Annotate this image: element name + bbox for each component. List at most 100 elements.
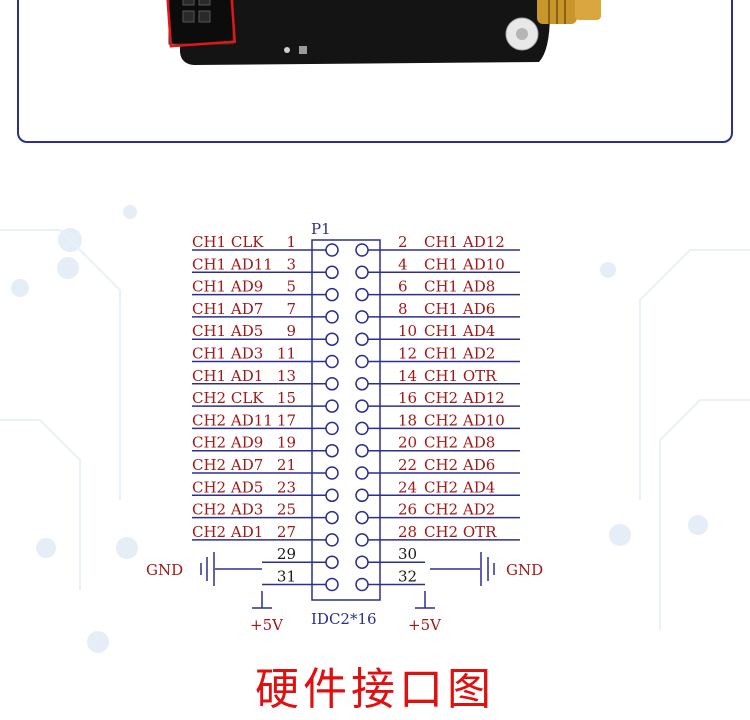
pin-signal-left: CH2 CLK	[192, 389, 264, 407]
pin-number-right: 2	[398, 233, 408, 251]
pin-pad-left	[325, 243, 339, 257]
gnd-symbol-right	[430, 552, 495, 586]
pin-number-right: 26	[398, 501, 417, 519]
pin-signal-right: CH1 AD2	[424, 345, 495, 363]
pin-signal-right: CH1 AD6	[424, 300, 495, 318]
pin-pad-left	[325, 510, 339, 525]
module-photo	[165, 0, 601, 65]
pin-signal-right: CH2 AD12	[424, 389, 505, 407]
connector-body	[311, 239, 381, 601]
circuit-background-decoration	[0, 205, 750, 653]
pin-signal-right: CH2 AD6	[424, 456, 495, 474]
pin-signal-left: CH2 AD9	[192, 434, 263, 452]
pin-number-right: 16	[398, 389, 417, 407]
pin-signal-left: CH2 AD7	[192, 456, 263, 474]
pin-signal-left: CH1 AD5	[192, 322, 263, 340]
pin-signal-left: CH1 CLK	[192, 233, 264, 251]
pin-number-left: 1	[286, 233, 296, 251]
pin-number-right: 6	[398, 278, 408, 296]
pin-number-left: 17	[277, 411, 296, 429]
pin-number-left: 19	[277, 434, 296, 452]
pin-number-left: 15	[277, 389, 296, 407]
pin-signal-left: CH1 AD3	[192, 345, 263, 363]
pin-number-right: 30	[398, 545, 417, 563]
pin-pad-right	[355, 577, 369, 592]
pin-pad-left	[325, 332, 339, 346]
pin-number-right: 24	[398, 478, 417, 496]
pin-pad-left	[325, 399, 339, 413]
pin-pad-left	[325, 555, 339, 569]
pin-number-left: 9	[286, 322, 296, 340]
pin-number-left: 25	[277, 501, 296, 519]
pin-number-right: 22	[398, 456, 417, 474]
pin-pad-left	[325, 443, 339, 458]
pin-pad-left	[325, 577, 339, 592]
pin-number-right: 28	[398, 523, 417, 541]
pin-pad-right	[355, 510, 369, 525]
vcc-symbol-left	[252, 591, 272, 609]
gnd-label-right: GND	[506, 561, 543, 579]
pin-number-left: 27	[277, 523, 296, 541]
pin-signal-left: CH2 AD1	[192, 523, 263, 541]
pin-pad-right	[355, 533, 369, 547]
pin-number-left: 5	[286, 278, 296, 296]
pin-signal-left: CH1 AD1	[192, 367, 263, 385]
pin-number-right: 10	[398, 322, 417, 340]
product-photo-frame	[17, 0, 733, 143]
pin-number-left: 11	[277, 345, 296, 363]
pin-signal-right: CH2 AD4	[424, 478, 495, 496]
gnd-label-left: GND	[146, 561, 183, 579]
pin-number-left: 31	[277, 568, 296, 586]
pin-pad-right	[355, 377, 369, 391]
pin-pad-left	[325, 466, 339, 480]
pin-pad-right	[355, 287, 369, 302]
pin-pad-left	[325, 377, 339, 391]
pin-signal-right: CH2 AD2	[424, 501, 495, 519]
pin-signal-right: CH1 AD12	[424, 233, 505, 251]
pin-signal-left: CH2 AD11	[192, 411, 273, 429]
connector-designator: P1	[311, 220, 331, 238]
pin-pad-right	[355, 243, 369, 257]
pin-pad-right	[355, 488, 369, 503]
pin-number-right: 20	[398, 434, 417, 452]
pin-signal-right: CH1 AD8	[424, 278, 495, 296]
pin-pad-left	[325, 533, 339, 547]
pin-signal-left: CH2 AD3	[192, 501, 263, 519]
pin-pad-right	[355, 443, 369, 458]
pin-number-right: 8	[398, 300, 408, 318]
gnd-symbol-left	[200, 552, 262, 586]
pin-pad-left	[325, 354, 339, 369]
pin-pad-right	[355, 466, 369, 480]
pin-signal-right: CH1 AD10	[424, 255, 505, 273]
diagram-caption: 硬件接口图	[255, 664, 495, 715]
pin-pad-left	[325, 421, 339, 436]
pin-number-right: 4	[398, 255, 408, 273]
connector-part-name: IDC2*16	[311, 610, 377, 628]
pin-number-right: 14	[398, 367, 417, 385]
pin-signal-right: CH2 AD10	[424, 411, 505, 429]
pin-number-left: 3	[286, 255, 296, 273]
pin-signal-right: CH2 AD8	[424, 434, 495, 452]
pin-pad-right	[355, 399, 369, 413]
vcc-label-left: +5V	[250, 616, 284, 634]
pin-signal-left: CH1 AD7	[192, 300, 263, 318]
pin-signal-left: CH2 AD5	[192, 478, 263, 496]
pin-number-right: 32	[398, 568, 417, 586]
pin-pad-left	[325, 265, 339, 280]
pin-signal-right: CH1 OTR	[424, 367, 497, 385]
pin-pad-right	[355, 421, 369, 436]
pin-pad-right	[355, 310, 369, 324]
pin-number-left: 29	[277, 545, 296, 563]
pin-number-right: 18	[398, 411, 417, 429]
vcc-symbol-right	[415, 591, 435, 609]
pin-pad-left	[325, 310, 339, 324]
pin-number-left: 7	[286, 300, 296, 318]
pin-signal-left: CH1 AD11	[192, 255, 273, 273]
pin-signal-left: CH1 AD9	[192, 278, 263, 296]
pin-pad-left	[325, 287, 339, 302]
pin-number-left: 21	[277, 456, 296, 474]
vcc-label-right: +5V	[408, 616, 442, 634]
pin-number-left: 13	[277, 367, 296, 385]
